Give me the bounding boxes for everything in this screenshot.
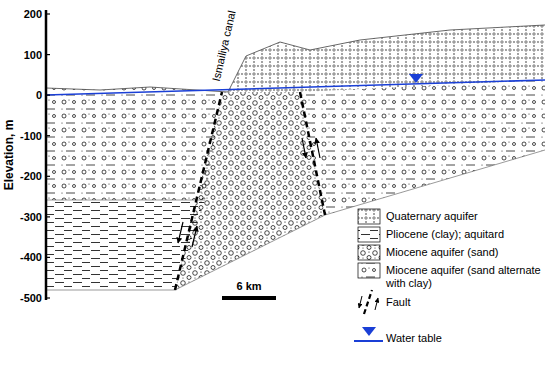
tick-label: -300 (20, 211, 42, 224)
tick-label: 100 (24, 48, 42, 61)
tick-label: 0 (36, 89, 42, 102)
axis-title: Elevation, m (3, 120, 17, 191)
legend-text: Pliocene (clay); aquitard (386, 228, 504, 241)
tick-label: 200 (24, 8, 42, 21)
legend-text: Water table (386, 332, 442, 345)
legend-text: Miocene aquifer (sand) (386, 246, 499, 259)
legend-text: Fault (386, 296, 410, 309)
tick-label: -100 (20, 129, 42, 142)
canal-label: Ismailiya canal (210, 9, 239, 82)
tick-label: -200 (20, 170, 42, 183)
tick-label: -400 (20, 251, 42, 264)
tick-label: -500 (20, 292, 42, 305)
legend-text: Quaternary aquifer (386, 210, 478, 223)
scale-label: 6 km (236, 280, 261, 293)
legend-text: Miocene aquifer (sand alternate with cla… (386, 264, 546, 289)
